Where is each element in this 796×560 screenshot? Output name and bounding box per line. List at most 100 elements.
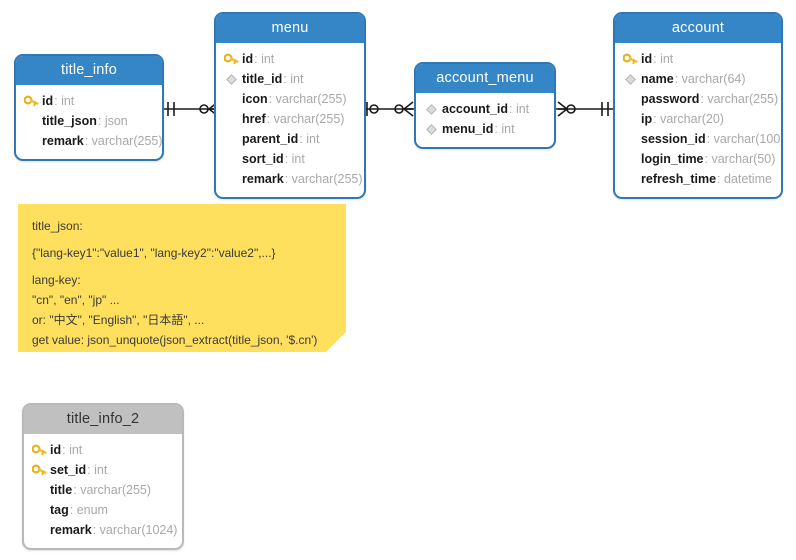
attribute-type: : int	[254, 52, 275, 66]
attribute-row[interactable]: remark: varchar(255)	[22, 131, 162, 151]
note-line: {"lang-key1":"value1", "lang-key2":"valu…	[32, 246, 276, 260]
relationship-menu-account_menu[interactable]	[364, 98, 416, 120]
attribute-type: : datetime	[717, 172, 772, 186]
attribute-type: : varchar(255)	[84, 134, 163, 148]
attribute-name: remark	[42, 134, 84, 148]
no-icon	[22, 112, 40, 130]
attribute-name: set_id	[50, 463, 87, 477]
entity-account_menu-title: account_menu	[416, 64, 554, 93]
note-title_json[interactable]: title_json: {"lang-key1":"value1", "lang…	[18, 204, 346, 352]
attribute-row[interactable]: session_id: varchar(100)	[621, 129, 781, 149]
note-fold-corner-icon	[326, 332, 346, 352]
attribute-row[interactable]: title_json: json	[22, 111, 154, 131]
relationship-account_menu-account[interactable]	[556, 98, 616, 120]
attribute-row[interactable]: refresh_time: datetime	[621, 169, 773, 189]
note-line: title_json:	[32, 219, 83, 233]
entity-title_info-title: title_info	[16, 56, 162, 85]
attribute-row[interactable]: href: varchar(255)	[222, 109, 356, 129]
attribute-name: title_id	[242, 72, 283, 86]
attribute-row[interactable]: menu_id: int	[422, 119, 546, 139]
attribute-name: account_id	[442, 102, 508, 116]
no-icon	[621, 150, 639, 168]
no-icon	[621, 170, 639, 188]
attribute-name: remark	[50, 523, 92, 537]
entity-title_info[interactable]: title_info id: int title_json: json rem	[14, 54, 164, 161]
note-line: "cn", "en", "jp" ...	[32, 293, 120, 307]
attribute-name: title_json	[42, 114, 97, 128]
attribute-row[interactable]: remark: varchar(255)	[222, 169, 363, 189]
attribute-name: session_id	[641, 132, 706, 146]
attribute-row[interactable]: id: int	[22, 91, 154, 111]
attribute-name: ip	[641, 112, 653, 126]
attribute-row[interactable]: title: varchar(255)	[30, 480, 174, 500]
key-icon	[621, 50, 639, 68]
attribute-type: : int	[299, 132, 320, 146]
attribute-name: id	[242, 52, 254, 66]
attribute-name: icon	[242, 92, 268, 106]
no-icon	[222, 90, 240, 108]
attribute-name: login_time	[641, 152, 704, 166]
attribute-type: : varchar(255)	[700, 92, 779, 106]
no-icon	[30, 481, 48, 499]
attribute-name: sort_id	[242, 152, 284, 166]
attribute-type: : varchar(255)	[268, 92, 347, 106]
attribute-row[interactable]: id: int	[621, 49, 773, 69]
attribute-row[interactable]: login_time: varchar(50)	[621, 149, 776, 169]
entity-menu-attributes: id: int title_id: int icon: varchar(255)…	[216, 43, 364, 197]
note-line: lang-key:	[32, 273, 81, 287]
attribute-type: : varchar(50)	[704, 152, 776, 166]
attribute-row[interactable]: title_id: int	[222, 69, 356, 89]
no-icon	[30, 521, 48, 539]
attribute-row[interactable]: tag: enum	[30, 500, 174, 520]
attribute-row[interactable]: id: int	[222, 49, 356, 69]
attribute-type: : int	[62, 443, 83, 457]
no-icon	[621, 110, 639, 128]
no-icon	[22, 132, 40, 150]
attribute-name: title	[50, 483, 73, 497]
entity-account_menu-attributes: account_id: int menu_id: int	[416, 93, 554, 147]
attribute-name: name	[641, 72, 674, 86]
attribute-name: menu_id	[442, 122, 494, 136]
attribute-row[interactable]: remark: varchar(1024)	[30, 520, 177, 540]
no-icon	[30, 501, 48, 519]
attribute-row[interactable]: password: varchar(255)	[621, 89, 778, 109]
diamond-icon	[621, 70, 639, 88]
attribute-type: : enum	[69, 503, 108, 517]
key-icon	[22, 92, 40, 110]
attribute-type: : int	[284, 152, 305, 166]
entity-account_menu[interactable]: account_menu account_id: int menu_id: in…	[414, 62, 556, 149]
attribute-type: : varchar(100)	[706, 132, 783, 146]
key-icon	[30, 441, 48, 459]
entity-title_info-attributes: id: int title_json: json remark: varchar…	[16, 85, 162, 159]
entity-menu[interactable]: menu id: int title_id: int	[214, 12, 366, 199]
attribute-row[interactable]: ip: varchar(20)	[621, 109, 773, 129]
attribute-type: : json	[97, 114, 128, 128]
attribute-type: : varchar(255)	[266, 112, 345, 126]
attribute-type: : int	[54, 94, 75, 108]
no-icon	[222, 130, 240, 148]
attribute-row[interactable]: name: varchar(64)	[621, 69, 773, 89]
attribute-name: parent_id	[242, 132, 299, 146]
note-line: get value: json_unquote(json_extract(tit…	[32, 333, 318, 347]
attribute-name: id	[42, 94, 54, 108]
attribute-row[interactable]: icon: varchar(255)	[222, 89, 356, 109]
attribute-row[interactable]: sort_id: int	[222, 149, 356, 169]
attribute-row[interactable]: id: int	[30, 440, 174, 460]
attribute-type: : varchar(20)	[653, 112, 724, 126]
diamond-icon	[422, 120, 440, 138]
attribute-name: remark	[242, 172, 284, 186]
attribute-row[interactable]: parent_id: int	[222, 129, 356, 149]
attribute-row[interactable]: account_id: int	[422, 99, 546, 119]
relationship-title_info-menu[interactable]	[160, 98, 222, 120]
entity-menu-title: menu	[216, 14, 364, 43]
key-icon	[222, 50, 240, 68]
attribute-name: id	[50, 443, 62, 457]
entity-account[interactable]: account id: int name: varc	[613, 12, 783, 199]
entity-title_info_2[interactable]: title_info_2 id: int	[22, 403, 184, 550]
attribute-row[interactable]: set_id: int	[30, 460, 174, 480]
attribute-name: id	[641, 52, 653, 66]
attribute-type: : int	[509, 102, 530, 116]
attribute-name: href	[242, 112, 266, 126]
entity-title_info_2-title: title_info_2	[24, 405, 182, 434]
